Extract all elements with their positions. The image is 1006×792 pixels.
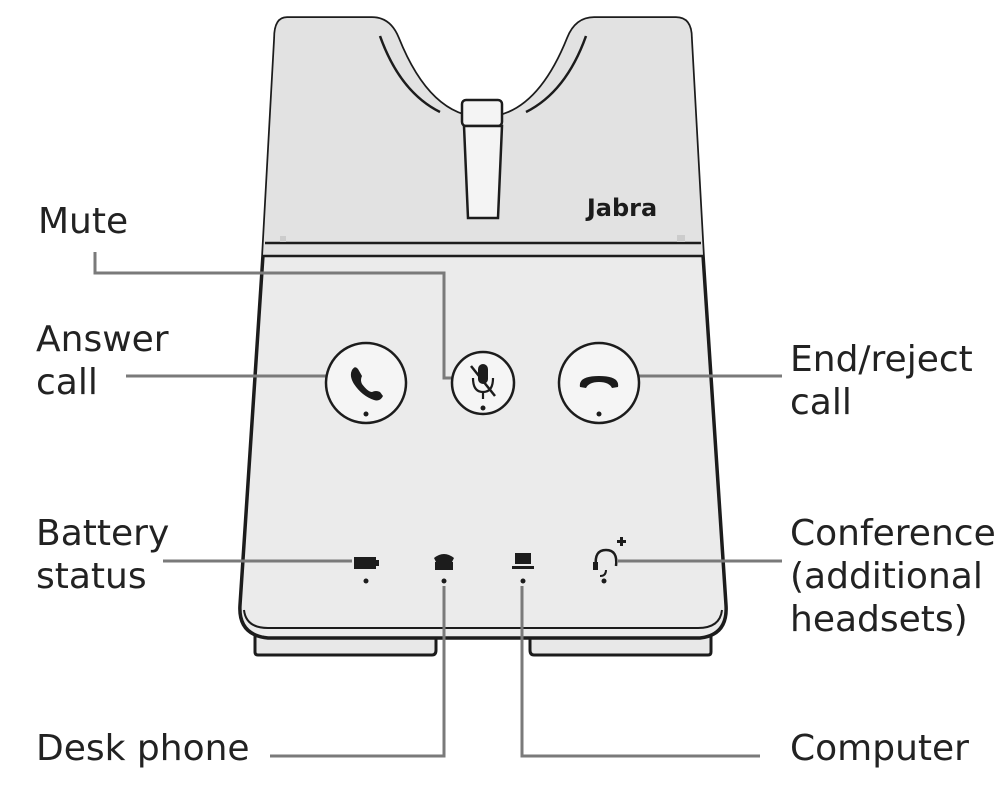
end-led-dot <box>596 411 602 417</box>
conference-led-dot <box>601 578 607 584</box>
base-bottom-lip <box>243 609 723 629</box>
cradle-inner-curve <box>378 35 441 114</box>
mute-leader-line <box>93 252 462 380</box>
battery-led-dot <box>363 578 369 584</box>
desk-phone-indicator <box>434 554 454 584</box>
headset-plus-icon <box>593 537 626 577</box>
computer-label: Computer <box>790 728 969 769</box>
answer-call-button[interactable] <box>324 341 408 425</box>
mute-label: Mute <box>38 201 129 242</box>
charging-post <box>462 124 504 220</box>
charging-post-top <box>460 98 504 128</box>
desk-phone-led-dot <box>441 578 447 584</box>
desk-phone-icon <box>434 554 454 570</box>
brand-logo: Jabra <box>585 194 657 222</box>
microphone-muted-icon <box>470 364 496 399</box>
mute-button[interactable] <box>450 350 516 416</box>
computer-indicator <box>512 553 534 584</box>
phone-answer-icon <box>350 367 383 401</box>
cradle-inner-curve-right <box>525 35 588 114</box>
battery-indicator <box>354 557 379 584</box>
mute-led-dot <box>480 405 486 411</box>
desk-phone-label: Desk phone <box>36 728 250 769</box>
computer-led-dot <box>520 578 526 584</box>
answer-call-label: Answer call <box>36 319 169 403</box>
conference-label: Conference (additional headsets) <box>790 513 996 640</box>
conference-indicator <box>593 537 626 584</box>
band-nub-left <box>280 236 286 242</box>
leader-lines <box>93 252 782 758</box>
battery-icon <box>354 557 379 569</box>
end-call-button[interactable] <box>557 341 641 425</box>
band-nub-right <box>677 235 685 242</box>
battery-status-label: Battery status <box>36 513 170 597</box>
phone-hangup-icon <box>579 376 619 388</box>
end-reject-call-label: End/reject call <box>790 339 973 423</box>
computer-icon <box>512 553 534 569</box>
computer-leader-line <box>520 586 760 758</box>
answer-led-dot <box>363 411 369 417</box>
desk-phone-leader-line <box>270 586 446 758</box>
